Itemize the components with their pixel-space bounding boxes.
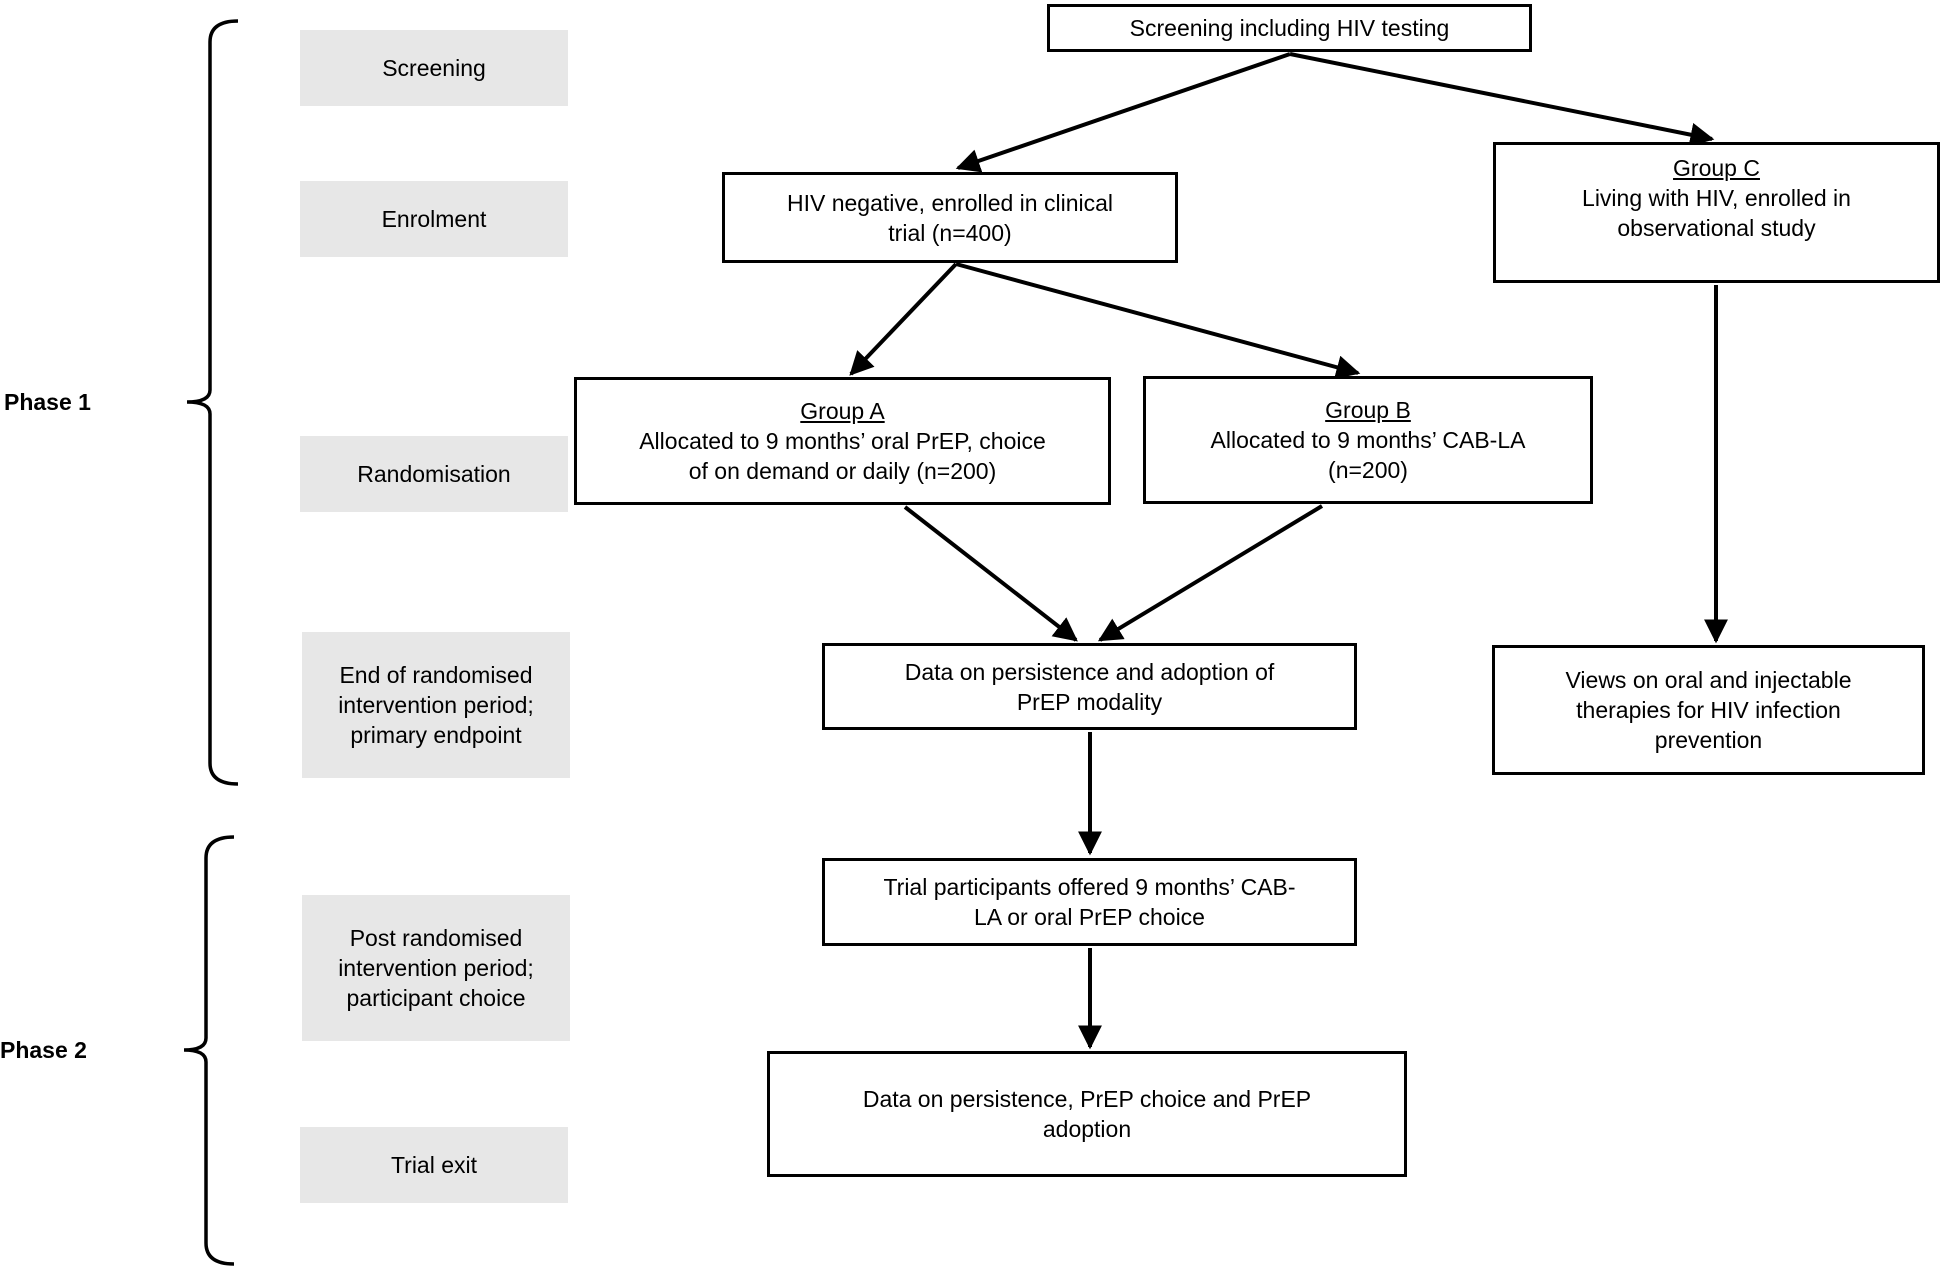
phase1-brace (186, 19, 239, 786)
node-trial-participants-offer: Trial participants offered 9 months’ CAB… (822, 858, 1357, 946)
node-text: Living with HIV, enrolled in observation… (1582, 185, 1851, 241)
node-text: HIV negative, enrolled in clinical trial… (786, 189, 1113, 246)
stage-label-randomisation: Randomisation (300, 436, 568, 512)
group-b-title: Group B (1325, 397, 1411, 423)
node-screening-hiv-testing: Screening including HIV testing (1047, 4, 1532, 52)
phase-2-label: Phase 2 (0, 1037, 87, 1063)
node-text: Data on persistence, PrEP choice and PrE… (862, 1086, 1312, 1142)
group-c-title: Group C (1673, 155, 1760, 181)
node-data-persistence-adoption: Data on persistence and adoption of PrEP… (822, 643, 1357, 730)
stage-label-screening: Screening (300, 30, 568, 106)
arrow-hiv-negative-to-group-b (955, 262, 1361, 379)
node-text: Allocated to 9 months’ CAB-LA (n=200) (1210, 427, 1526, 483)
arrow-hiv-negative-to-group-a (849, 262, 958, 376)
stage-label-post-randomised: Post randomised intervention period; par… (302, 895, 570, 1041)
arrow-group-a-to-data (903, 505, 1078, 642)
node-group-a: Group A Allocated to 9 months’ oral PrEP… (574, 377, 1111, 505)
node-text: Screening including HIV testing (1129, 15, 1450, 41)
stage-label-enrolment: Enrolment (300, 181, 568, 257)
node-group-c: Group C Living with HIV, enrolled in obs… (1493, 142, 1940, 283)
stage-label-end-randomised: End of randomised intervention period; p… (302, 632, 570, 778)
stage-label-trial-exit: Trial exit (300, 1127, 568, 1203)
node-group-b: Group B Allocated to 9 months’ CAB-LA (n… (1143, 376, 1593, 504)
node-data-persistence-choice-adoption: Data on persistence, PrEP choice and PrE… (767, 1051, 1407, 1177)
phase-1-label: Phase 1 (4, 389, 91, 415)
group-a-title: Group A (800, 398, 885, 424)
arrow-group-b-to-data (1097, 504, 1324, 642)
node-text: Data on persistence and adoption of PrEP… (904, 658, 1275, 715)
phase2-brace (183, 835, 235, 1266)
node-text: Views on oral and injectable therapies f… (1565, 667, 1852, 753)
node-hiv-negative-enrolled: HIV negative, enrolled in clinical trial… (722, 172, 1178, 263)
arrow-screening-to-hiv-negative (955, 52, 1291, 173)
node-views-on-therapies: Views on oral and injectable therapies f… (1492, 645, 1925, 775)
arrow-screening-to-group-c (1289, 52, 1715, 147)
node-text: Allocated to 9 months’ oral PrEP, choice… (639, 428, 1046, 484)
node-text: Trial participants offered 9 months’ CAB… (883, 874, 1296, 930)
